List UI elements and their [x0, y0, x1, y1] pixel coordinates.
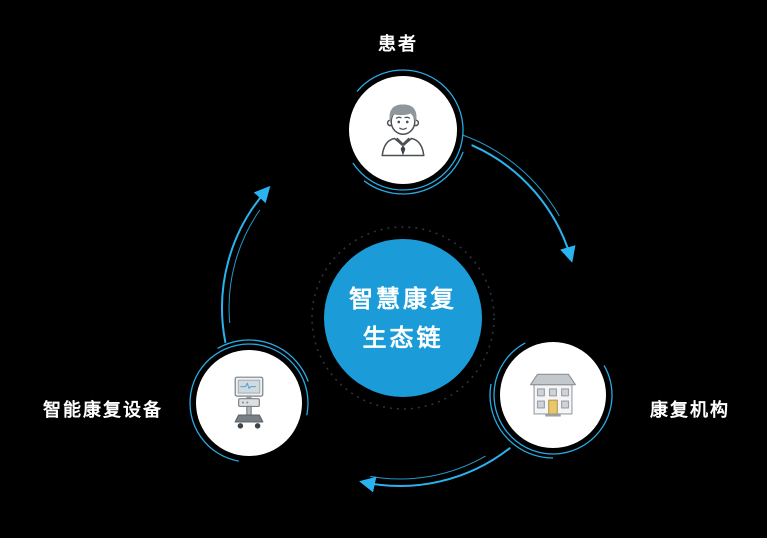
clinic-building-icon	[530, 373, 576, 417]
center-title-line1: 智慧康复	[349, 284, 457, 313]
label-institution: 康复机构	[650, 400, 730, 421]
rehab-device-icon	[234, 376, 264, 429]
label-equipment: 智能康复设备	[43, 400, 163, 421]
node-patient	[349, 76, 457, 184]
node-institution	[500, 342, 606, 448]
flow-arc-equipment-to-patient	[221, 185, 271, 343]
decor-arc-bottom	[370, 455, 486, 480]
flow-arc-institution-to-equipment	[359, 447, 511, 493]
center-hub: 智慧康复 生态链	[324, 239, 482, 397]
label-patient: 患者	[378, 34, 418, 55]
decor-arc-top-right	[462, 134, 560, 217]
hub-dashed-ring	[311, 226, 495, 410]
node-orbit-institution	[489, 331, 617, 459]
patient-icon	[381, 104, 425, 157]
decor-arc-left	[228, 209, 261, 323]
node-orbit-equipment	[185, 339, 313, 467]
center-title-line2: 生态链	[362, 323, 444, 352]
flow-arc-patient-to-institution	[471, 144, 576, 263]
node-equipment	[196, 350, 302, 456]
